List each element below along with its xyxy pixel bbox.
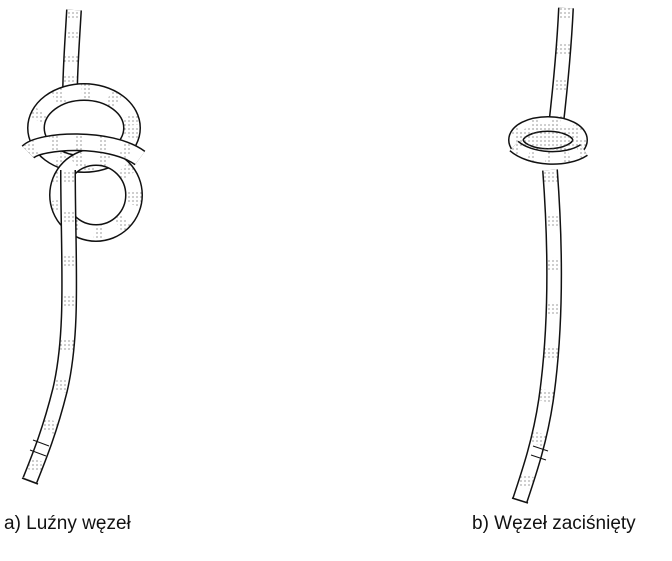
tightened-knot-drawing bbox=[512, 8, 584, 503]
loose-knot-drawing bbox=[22, 10, 140, 484]
caption-tightened-knot: b) Węzeł zaciśnięty bbox=[472, 514, 636, 533]
caption-loose-knot: a) Luźny węzeł bbox=[4, 514, 131, 533]
